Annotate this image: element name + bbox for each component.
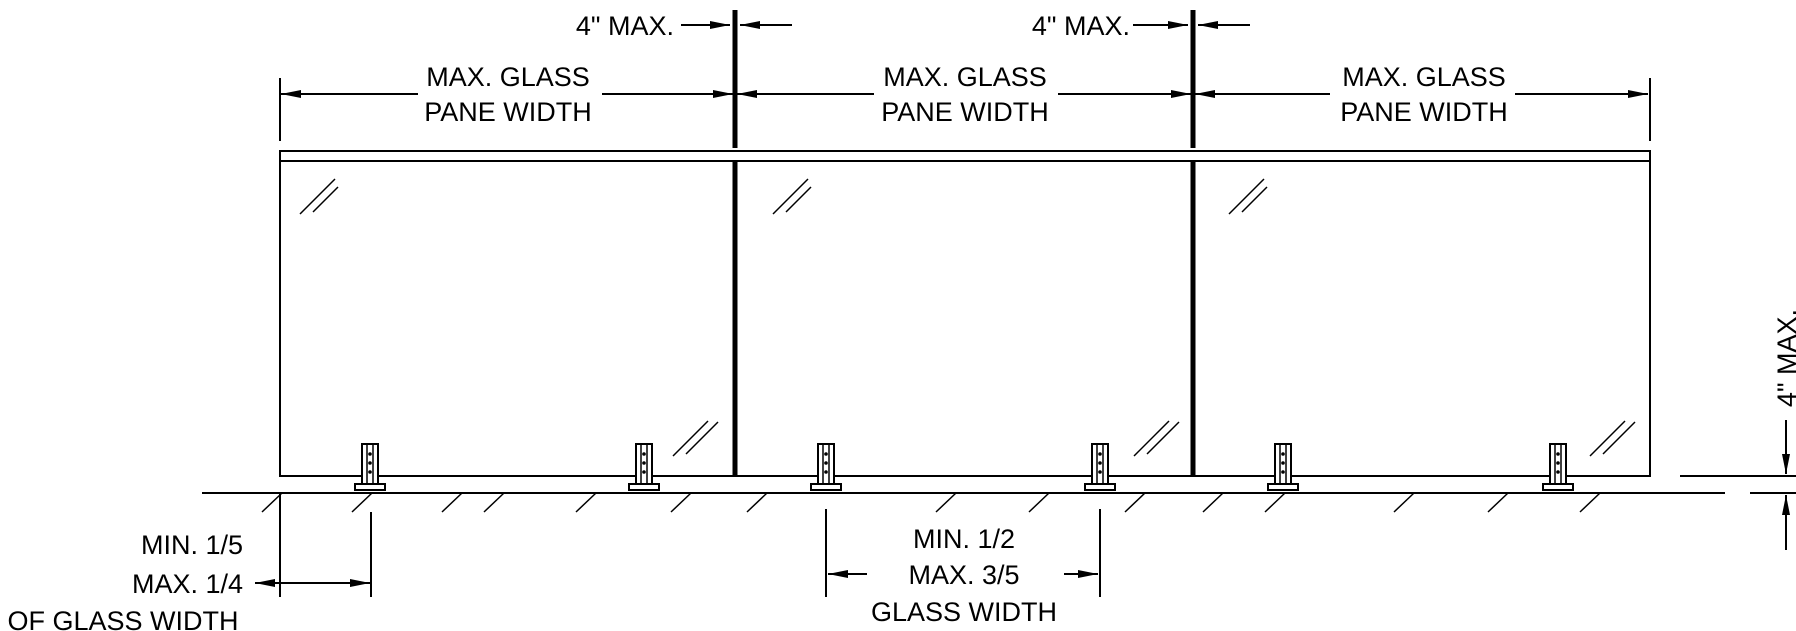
glass-reflection-marks	[299, 178, 1636, 457]
gap-label-left: 4" MAX.	[576, 11, 674, 41]
spigot-icon	[1084, 443, 1116, 491]
glass-reflection-icon	[1133, 420, 1180, 457]
pane-width-dimension: MAX. GLASS PANE WIDTH MAX. GLASS PANE WI…	[279, 10, 1651, 148]
glass-panel-right	[1192, 160, 1651, 477]
top-cap-rail	[279, 150, 1651, 162]
bottom-gap-dimension: 4" MAX.	[1680, 309, 1796, 550]
glass-reflection-icon	[772, 178, 812, 215]
spigots	[354, 443, 1574, 491]
pane-width-label-line2: PANE WIDTH	[881, 97, 1049, 127]
spacing-label-line2: MAX. 3/5	[908, 560, 1019, 590]
gap-dimension: 4" MAX. 4" MAX.	[576, 11, 1250, 41]
end-offset-label-line3: OF GLASS WIDTH	[7, 606, 238, 631]
floor-deck	[202, 492, 1796, 513]
spigot-spacing-dimension: MIN. 1/2 MAX. 3/5 GLASS WIDTH	[825, 509, 1101, 627]
glass-panel-middle	[734, 160, 1194, 477]
glass-reflection-icon	[299, 178, 339, 215]
spigot-icon	[1542, 443, 1574, 491]
glass-panels	[279, 160, 1651, 477]
glass-reflection-icon	[1228, 178, 1268, 215]
pane-width-label-line1: MAX. GLASS	[1342, 62, 1506, 92]
end-offset-label-line1: MIN. 1/5	[141, 530, 243, 560]
spigot-icon	[810, 443, 842, 491]
end-offset-label-line2: MAX. 1/4	[132, 569, 243, 599]
spacing-label-line3: GLASS WIDTH	[871, 597, 1057, 627]
glass-reflection-icon	[672, 420, 719, 457]
bottom-gap-label: 4" MAX.	[1772, 309, 1796, 407]
pane-width-label-line1: MAX. GLASS	[883, 62, 1047, 92]
pane-width-label-line2: PANE WIDTH	[1340, 97, 1508, 127]
gap-label-right: 4" MAX.	[1032, 11, 1130, 41]
end-offset-dimension: MIN. 1/5 MAX. 1/4 OF GLASS WIDTH	[7, 493, 372, 631]
glass-reflection-icon	[1589, 420, 1636, 457]
pane-width-label-line1: MAX. GLASS	[426, 62, 590, 92]
spigot-icon	[354, 443, 386, 491]
spigot-icon	[1267, 443, 1299, 491]
spigot-icon	[628, 443, 660, 491]
spacing-label-line1: MIN. 1/2	[913, 524, 1015, 554]
glass-panel-left	[279, 160, 736, 477]
pane-width-label-line2: PANE WIDTH	[424, 97, 592, 127]
